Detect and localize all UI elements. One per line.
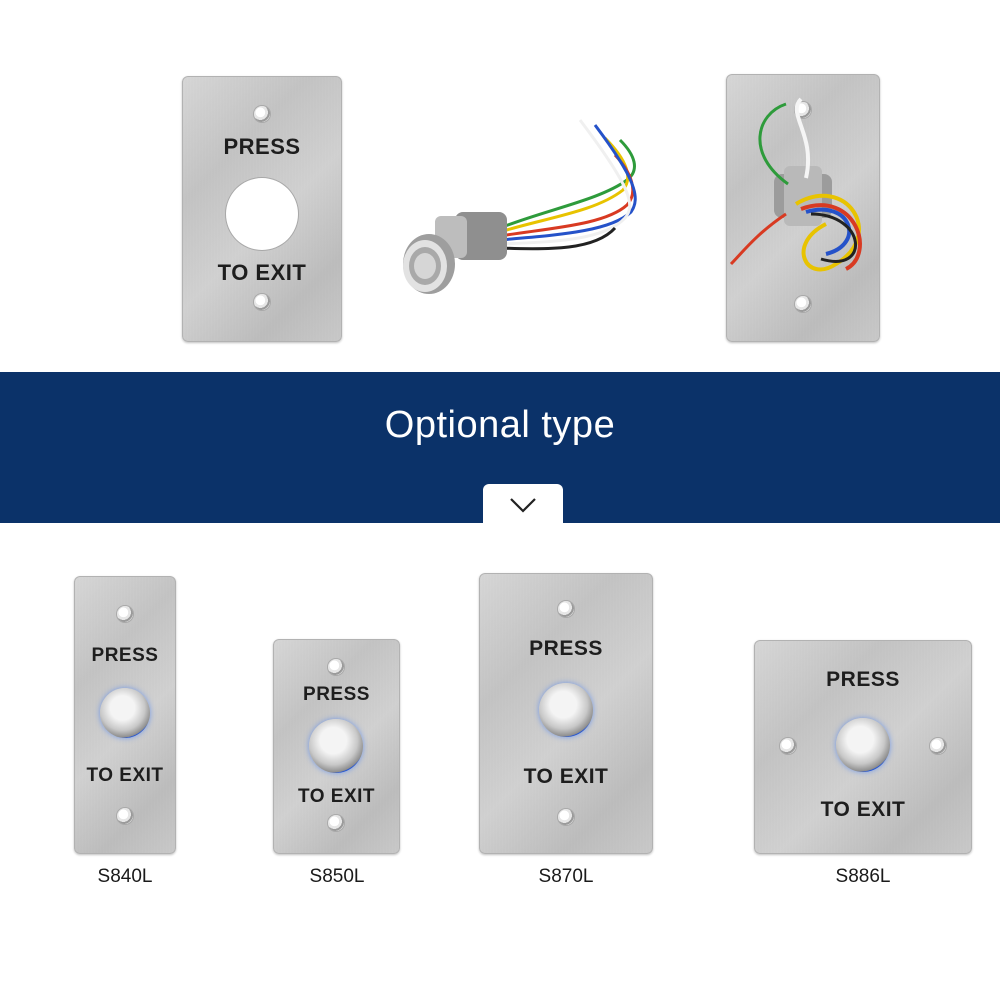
model-code: S840L bbox=[97, 866, 153, 887]
product-plate-s870l: PRESS TO EXIT bbox=[479, 573, 653, 854]
screw-icon bbox=[254, 106, 270, 122]
screw-icon bbox=[558, 601, 574, 617]
expand-tab[interactable] bbox=[483, 484, 563, 524]
plate-exit-label: TO EXIT bbox=[820, 798, 906, 821]
plate-exit-label: TO EXIT bbox=[297, 786, 376, 807]
screw-icon bbox=[328, 815, 344, 831]
screw-icon bbox=[558, 809, 574, 825]
led-button bbox=[836, 718, 890, 772]
screw-icon bbox=[795, 296, 811, 312]
plate-press-label: PRESS bbox=[826, 668, 900, 691]
screw-icon bbox=[780, 738, 796, 754]
screw-icon bbox=[117, 808, 133, 824]
plate-exit-label: TO EXIT bbox=[217, 260, 307, 285]
chevron-down-icon bbox=[510, 498, 536, 513]
plate-press-label: PRESS bbox=[223, 134, 301, 159]
plate-back-view bbox=[726, 74, 880, 342]
product-plate-s886l: PRESS TO EXIT bbox=[754, 640, 972, 854]
plate-exit-label: TO EXIT bbox=[86, 765, 164, 786]
plate-press-label: PRESS bbox=[529, 637, 603, 660]
plate-press-label: PRESS bbox=[303, 684, 370, 705]
led-button bbox=[539, 683, 593, 737]
plate-press-label: PRESS bbox=[91, 645, 159, 666]
screw-icon bbox=[254, 294, 270, 310]
model-code: S850L bbox=[309, 866, 365, 887]
cutout-plate: PRESS TO EXIT bbox=[182, 76, 342, 342]
product-plate-s850l: PRESS TO EXIT bbox=[273, 639, 400, 854]
banner-title: Optional type bbox=[384, 404, 616, 446]
button-hole bbox=[226, 178, 298, 250]
led-button bbox=[309, 719, 363, 773]
push-button-icon bbox=[403, 119, 637, 294]
screw-icon bbox=[328, 659, 344, 675]
model-code: S886L bbox=[835, 866, 891, 887]
screw-icon bbox=[930, 738, 946, 754]
product-plate-s840l: PRESS TO EXIT bbox=[74, 576, 176, 854]
screw-icon bbox=[117, 606, 133, 622]
model-code: S870L bbox=[538, 866, 594, 887]
wired-plate-back-icon bbox=[729, 97, 862, 272]
led-button bbox=[100, 688, 150, 738]
plate-exit-label: TO EXIT bbox=[523, 765, 609, 788]
